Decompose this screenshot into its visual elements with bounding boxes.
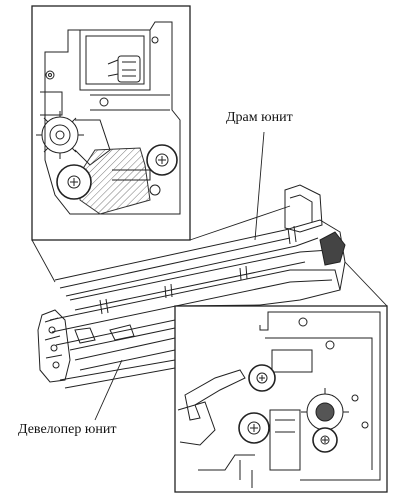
inset-bottom-right: [174, 305, 388, 493]
developer-unit-label: Девелопер юнит: [18, 422, 117, 437]
main-unit: [37, 184, 346, 389]
drum-unit-label: Драм юнит: [226, 110, 293, 125]
leader-lines: [31, 131, 388, 421]
inset-top-left: [31, 5, 191, 241]
